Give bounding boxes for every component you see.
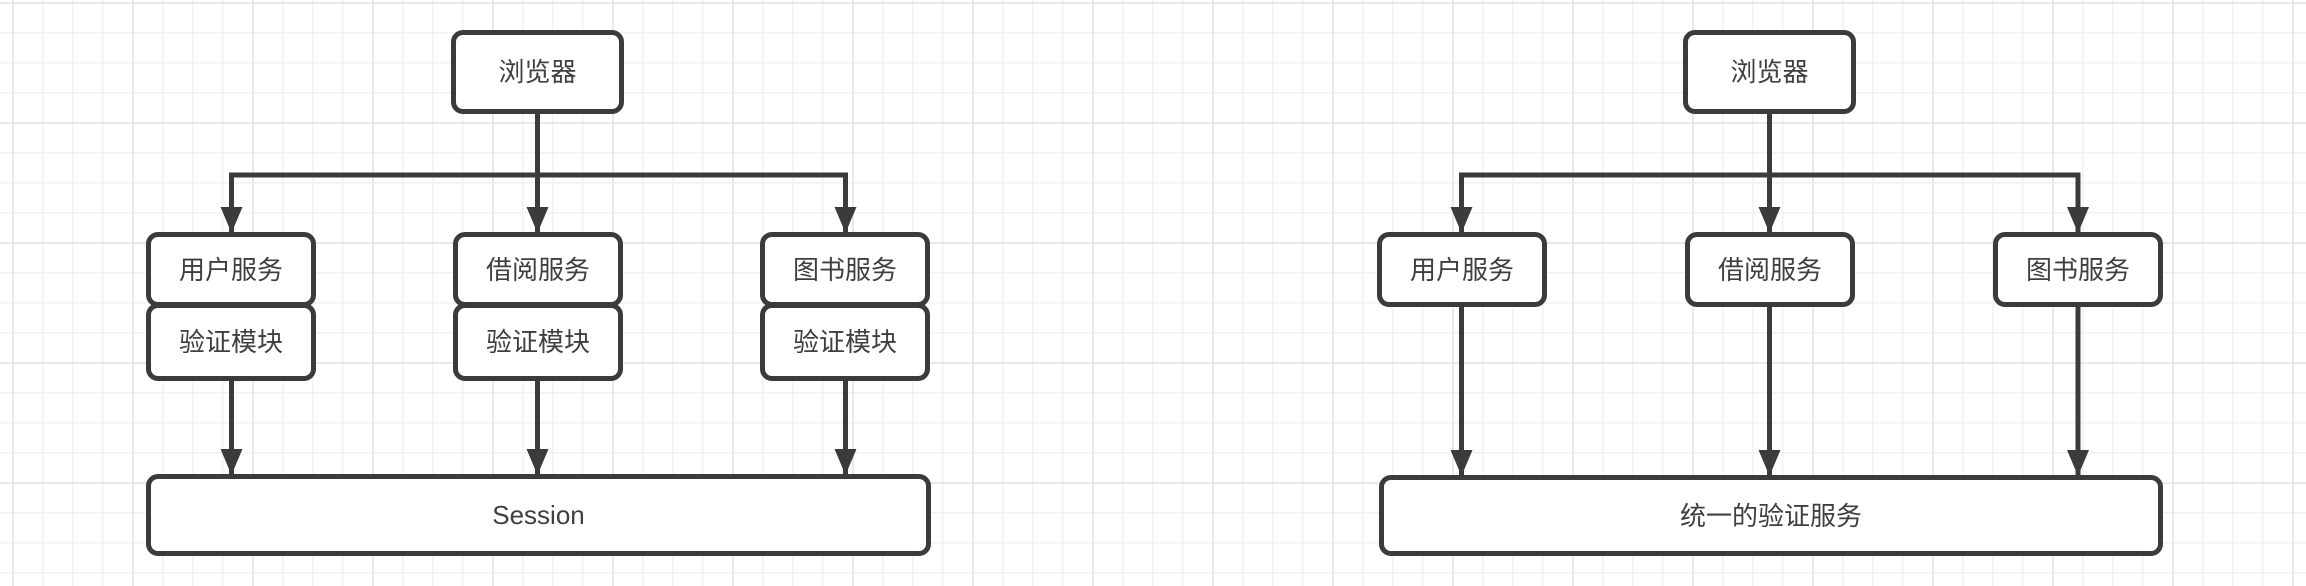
node-label: Session bbox=[492, 500, 585, 530]
right-borrow-service-node[interactable]: 借阅服务 bbox=[1685, 232, 1855, 307]
session-store-node[interactable]: Session bbox=[146, 474, 931, 556]
left-borrow-service-node[interactable]: 借阅服务 bbox=[453, 232, 623, 307]
left-browser-node[interactable]: 浏览器 bbox=[451, 30, 624, 114]
node-label: 借阅服务 bbox=[1717, 254, 1822, 285]
node-label: 统一的验证服务 bbox=[1679, 500, 1862, 531]
left-user-service-node[interactable]: 用户服务 bbox=[146, 232, 316, 307]
left-borrow-auth-module-node[interactable]: 验证模块 bbox=[453, 303, 623, 381]
node-label: 图书服务 bbox=[2025, 254, 2130, 285]
node-label: 验证模块 bbox=[178, 327, 283, 357]
unified-auth-service-node[interactable]: 统一的验证服务 bbox=[1379, 475, 2163, 556]
node-label: 图书服务 bbox=[792, 254, 897, 285]
left-book-service-node[interactable]: 图书服务 bbox=[760, 232, 930, 307]
right-book-service-node[interactable]: 图书服务 bbox=[1993, 232, 2163, 307]
node-label: 验证模块 bbox=[485, 327, 590, 357]
node-label: 浏览器 bbox=[498, 57, 577, 87]
node-label: 浏览器 bbox=[1730, 57, 1809, 87]
right-user-service-node[interactable]: 用户服务 bbox=[1377, 232, 1547, 307]
node-label: 用户服务 bbox=[1409, 254, 1514, 285]
left-book-auth-module-node[interactable]: 验证模块 bbox=[760, 303, 930, 381]
right-browser-node[interactable]: 浏览器 bbox=[1683, 30, 1856, 114]
left-user-auth-module-node[interactable]: 验证模块 bbox=[146, 303, 316, 381]
node-label: 用户服务 bbox=[178, 254, 283, 285]
node-label: 借阅服务 bbox=[485, 254, 590, 285]
node-label: 验证模块 bbox=[792, 327, 897, 357]
